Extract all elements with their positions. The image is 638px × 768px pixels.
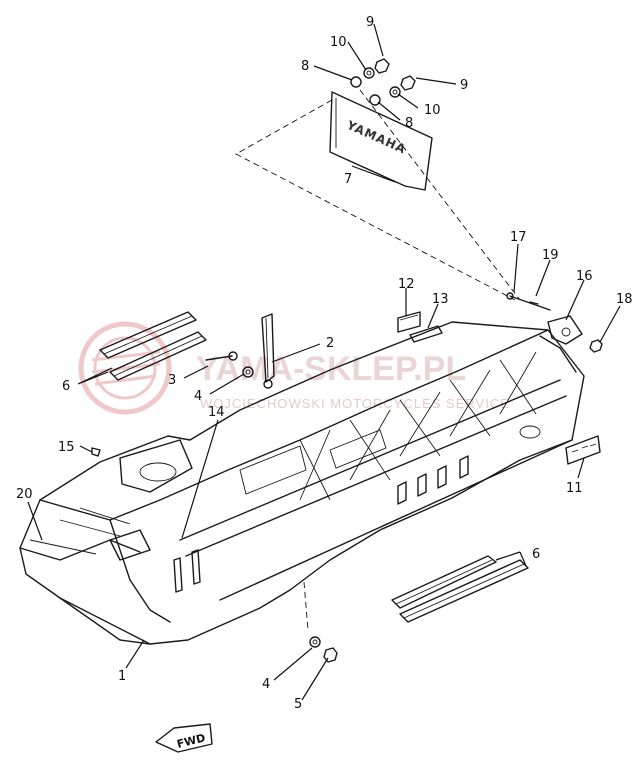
rear-hardware <box>506 292 603 353</box>
leader-lines <box>27 23 621 701</box>
label-6-upper: 6 <box>62 379 70 394</box>
frame-part-1 <box>19 321 585 645</box>
label-12: 12 <box>398 277 415 292</box>
decal-part-13 <box>409 325 443 343</box>
label-16: 16 <box>576 269 593 284</box>
watermark-subtitle: WOJCIECHOWSKI MOTORCYCLES SERVICE <box>200 396 510 411</box>
label-9-right: 9 <box>460 78 468 93</box>
screw-part-15 <box>91 447 101 457</box>
label-9-top: 9 <box>366 15 374 30</box>
washer-part-4-lower <box>309 636 321 648</box>
label-2: 2 <box>326 336 334 351</box>
callout-labels: 1 2 3 4 4 5 6 6 7 8 8 9 9 10 10 11 12 13… <box>16 15 633 712</box>
label-11: 11 <box>566 481 583 496</box>
label-10-right: 10 <box>424 103 441 118</box>
label-14: 14 <box>208 405 225 420</box>
plate-hardware <box>350 58 416 106</box>
runner-part-6-lower <box>391 555 529 623</box>
post-part-2 <box>261 313 275 389</box>
label-6-lower: 6 <box>532 547 540 562</box>
label-17: 17 <box>510 230 527 245</box>
label-15: 15 <box>58 440 75 455</box>
label-8-right: 8 <box>405 116 413 131</box>
label-19: 19 <box>542 248 559 263</box>
nut-part-5 <box>323 647 338 663</box>
label-1: 1 <box>118 669 126 684</box>
decal-part-11 <box>565 435 601 465</box>
label-7: 7 <box>344 172 352 187</box>
label-20: 20 <box>16 487 33 502</box>
decal-part-12 <box>397 311 421 333</box>
label-5: 5 <box>294 697 302 712</box>
label-4-upper: 4 <box>194 389 202 404</box>
label-18: 18 <box>616 292 633 307</box>
runner-part-6-upper <box>99 311 207 381</box>
bolt-part-3 <box>205 351 238 361</box>
label-4-lower: 4 <box>262 677 270 692</box>
label-13: 13 <box>432 292 449 307</box>
forward-arrow-icon: FWD <box>155 723 213 753</box>
label-3: 3 <box>168 373 176 388</box>
fwd-label: FWD <box>176 731 207 751</box>
watermark: YAMA-SKLEP.PL WOJCIECHOWSKI MOTORCYCLES … <box>78 321 510 415</box>
washer-part-4-upper <box>242 366 254 378</box>
label-10-top: 10 <box>330 35 347 50</box>
label-8-left: 8 <box>301 59 309 74</box>
